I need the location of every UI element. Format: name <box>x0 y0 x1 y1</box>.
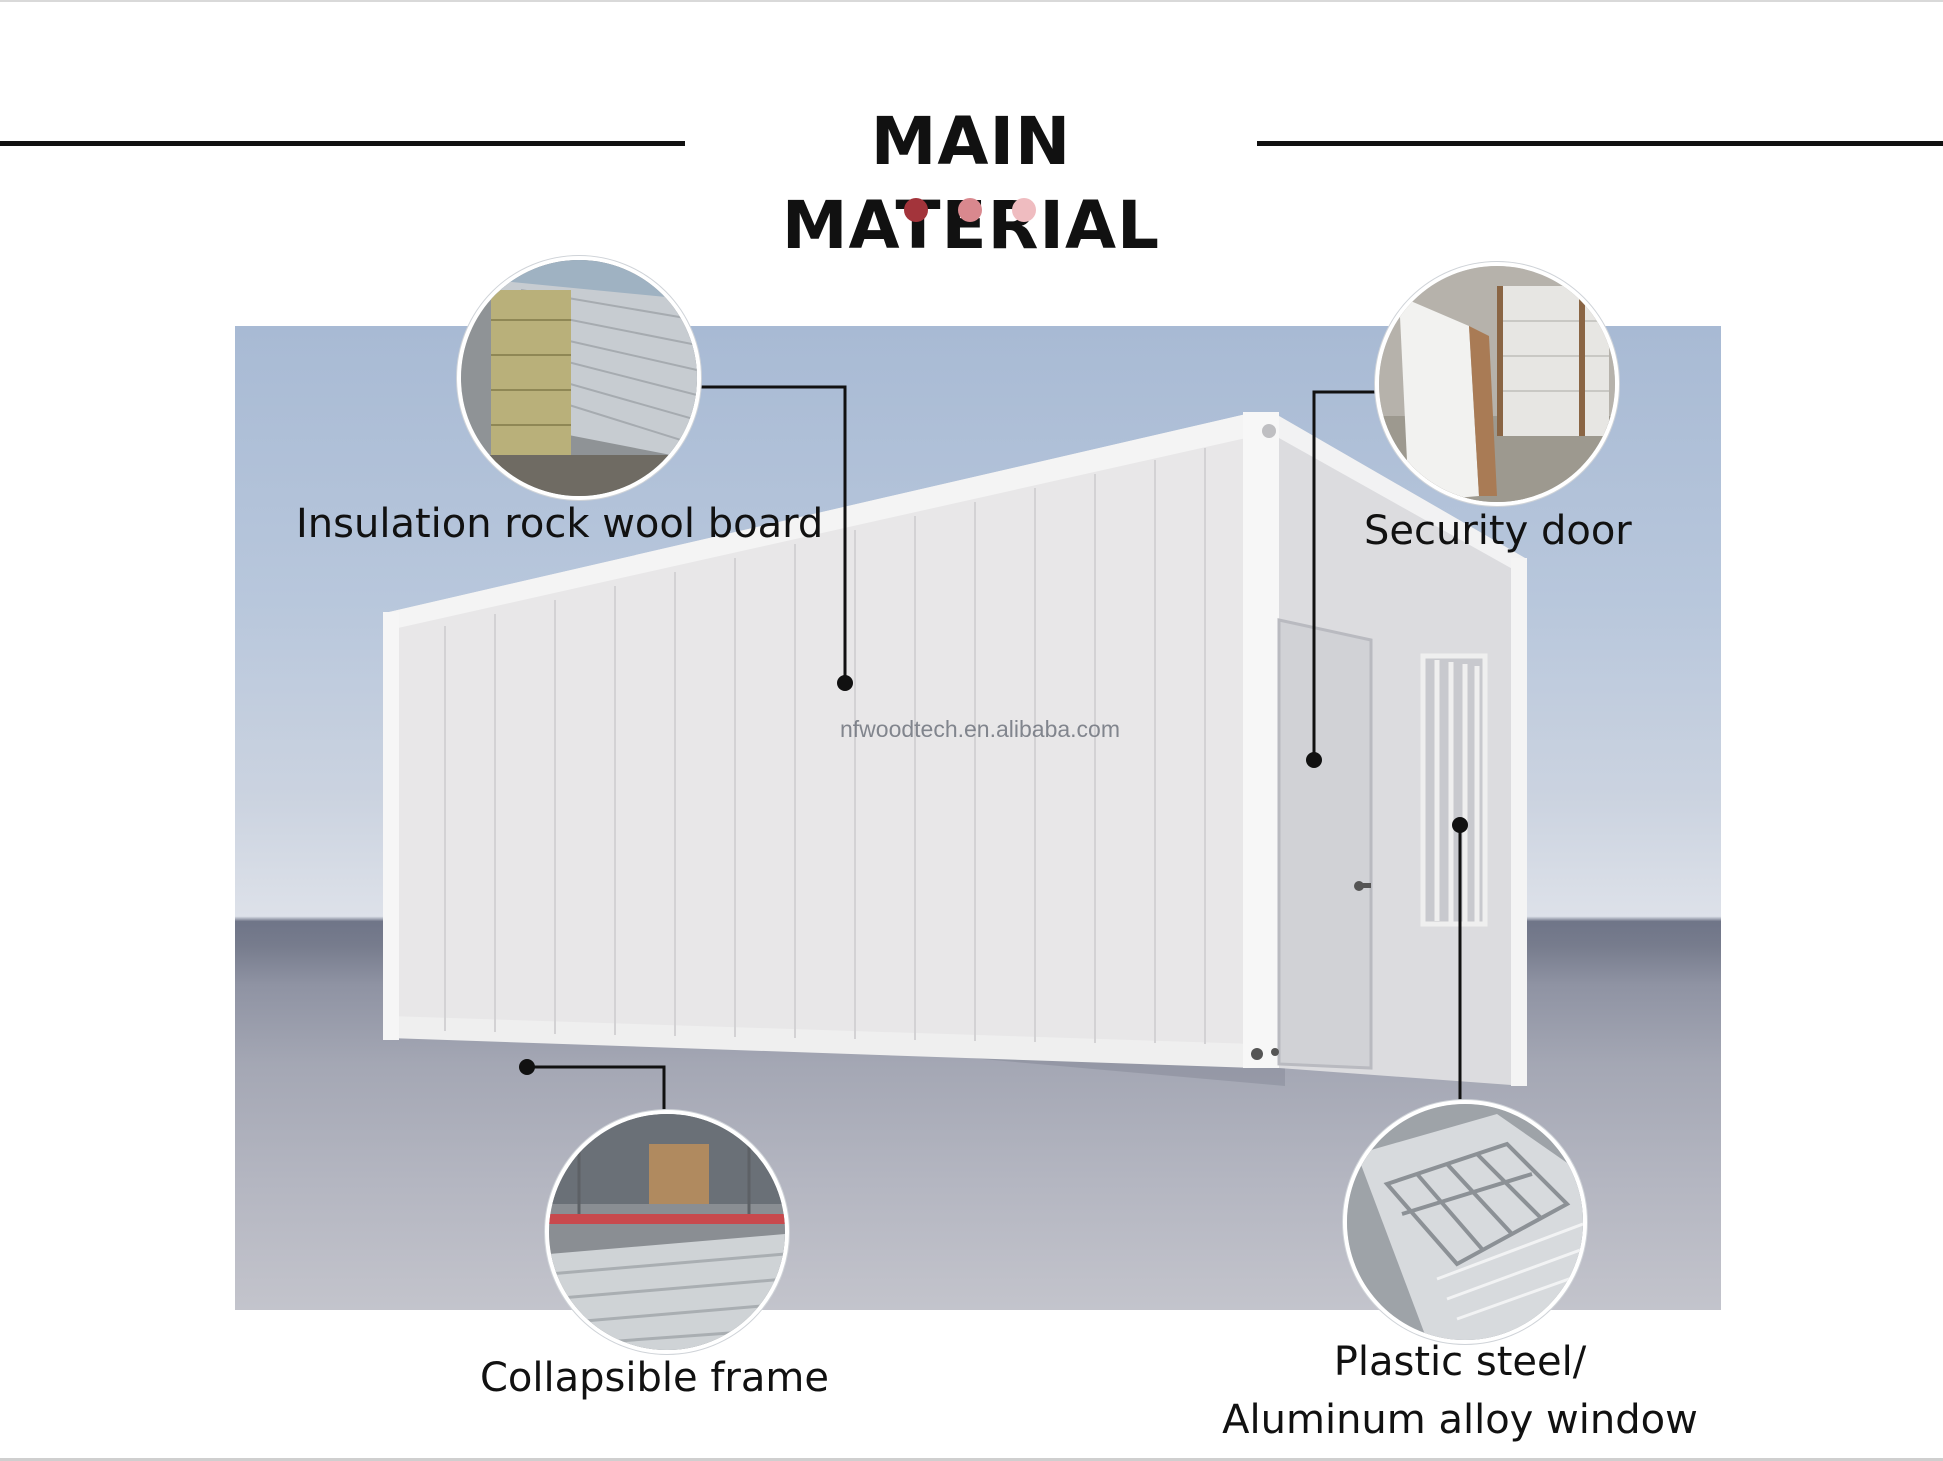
dot-2 <box>958 198 982 222</box>
watermark: nfwoodtech.en.alibaba.com <box>839 716 1121 742</box>
title-dots <box>904 198 1036 222</box>
title-rule-left <box>0 141 685 146</box>
caption-window-line2: Aluminum alloy window <box>1222 1397 1698 1443</box>
caption-rock-wool: Insulation rock wool board <box>296 501 824 547</box>
caption-collapsible-frame: Collapsible frame <box>480 1355 829 1401</box>
collapsible-frame-photo <box>545 1110 789 1354</box>
caption-window: Plastic steel/ Aluminum alloy window <box>1216 1333 1704 1449</box>
container-illustration <box>383 412 1527 1086</box>
caption-security-door: Security door <box>1364 508 1632 554</box>
container-door <box>1277 618 1373 1070</box>
page-title: MAIN MATERIAL <box>781 103 1161 264</box>
security-door-photo <box>1375 262 1619 506</box>
caption-window-line1: Plastic steel/ <box>1333 1339 1587 1385</box>
rock-wool-panel-photo <box>457 256 701 500</box>
bottom-border <box>0 1458 1943 1461</box>
title-rule-right <box>1257 141 1943 146</box>
dot-1 <box>904 198 928 222</box>
dot-3 <box>1012 198 1036 222</box>
top-border <box>0 0 1943 2</box>
window-photo <box>1343 1100 1587 1344</box>
